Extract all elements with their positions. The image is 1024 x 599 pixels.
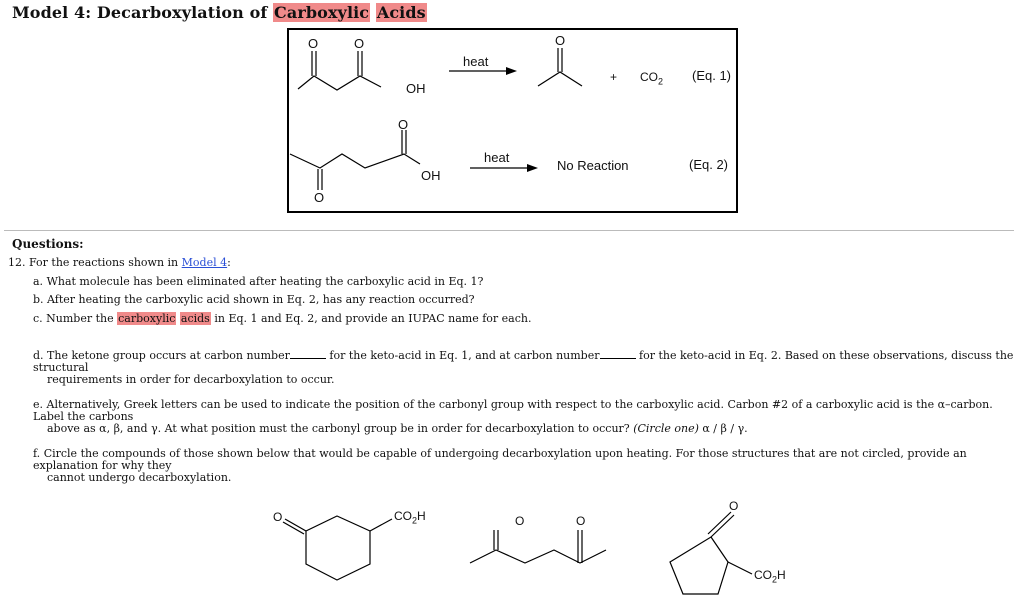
compound-1-oxygen: O [273, 510, 283, 524]
eq2-arrowhead [527, 164, 538, 172]
title-prefix: Model 4: Decarboxylation of [12, 3, 274, 22]
highlight-acids: acids [179, 312, 211, 325]
compound-1-co2h: CO2H [394, 509, 426, 526]
question-12a: a. What molecule has been eliminated aft… [33, 275, 484, 288]
question-12b: b. After heating the carboxylic acid sho… [33, 293, 475, 306]
eq2-oh-label: OH [421, 168, 441, 183]
model-4-link[interactable]: Model 4 [181, 256, 228, 269]
eq2-reactant-chain [289, 153, 421, 169]
eq1-heat-label: heat [463, 54, 489, 69]
compound-structures [282, 511, 753, 595]
questions-heading: Questions: [12, 237, 84, 251]
eq1-reactant-chain [297, 75, 382, 91]
answer-blank-1[interactable] [289, 349, 326, 359]
eq1-oxygen-2: O [354, 36, 365, 51]
model-4-box: O O OH heat O + CO2 (Eq. 1) O OH O heat … [287, 28, 738, 213]
eq1-oxygen-1: O [308, 36, 319, 51]
question-12-number: 12. [8, 256, 26, 269]
eq1-product-acetone [537, 71, 583, 87]
reaction-scheme [289, 48, 583, 190]
question-12e: e. Alternatively, Greek letters can be u… [33, 398, 993, 435]
compound-1-cyclohexane [305, 515, 371, 581]
question-12: 12. For the reactions shown in Model 4: [8, 256, 231, 269]
title-highlight-carboxylic: Carboxylic [273, 3, 371, 22]
eq1-oh-label: OH [406, 81, 426, 96]
answer-blank-2[interactable] [599, 349, 636, 359]
eq1-arrowhead [506, 67, 517, 75]
compound-3-cyclopentane [669, 536, 729, 595]
question-12c: c. Number the carboxylic acids in Eq. 1 … [33, 312, 532, 325]
eq2-oxygen-top: O [398, 117, 409, 132]
compound-3-co2h: CO2H [754, 568, 786, 585]
eq2-equation-label: (Eq. 2) [689, 157, 729, 172]
eq1-plus-sign: + [610, 70, 618, 84]
title-highlight-acids: Acids [375, 3, 427, 22]
compound-3-oxygen: O [729, 499, 739, 513]
eq2-heat-label: heat [484, 150, 510, 165]
eq1-co2-label: CO2 [640, 70, 664, 87]
highlight-carboxylic: carboxylic [117, 312, 177, 325]
section-divider [4, 230, 1014, 231]
compound-2-oxygen-2: O [576, 514, 586, 528]
eq1-product-oxygen: O [555, 33, 566, 48]
eq1-equation-label: (Eq. 1) [692, 68, 732, 83]
page-title: Model 4: Decarboxylation of Carboxylic A… [12, 3, 427, 22]
eq2-oxygen-bottom: O [314, 190, 325, 205]
compound-2-chain [469, 549, 607, 564]
question-12f: f. Circle the compounds of those shown b… [33, 447, 967, 484]
eq2-no-reaction: No Reaction [557, 158, 629, 173]
compound-2-oxygen-1: O [515, 514, 525, 528]
question-12d: d. The ketone group occurs at carbon num… [33, 349, 1014, 386]
question-12-text: For the reactions shown in [29, 256, 182, 269]
